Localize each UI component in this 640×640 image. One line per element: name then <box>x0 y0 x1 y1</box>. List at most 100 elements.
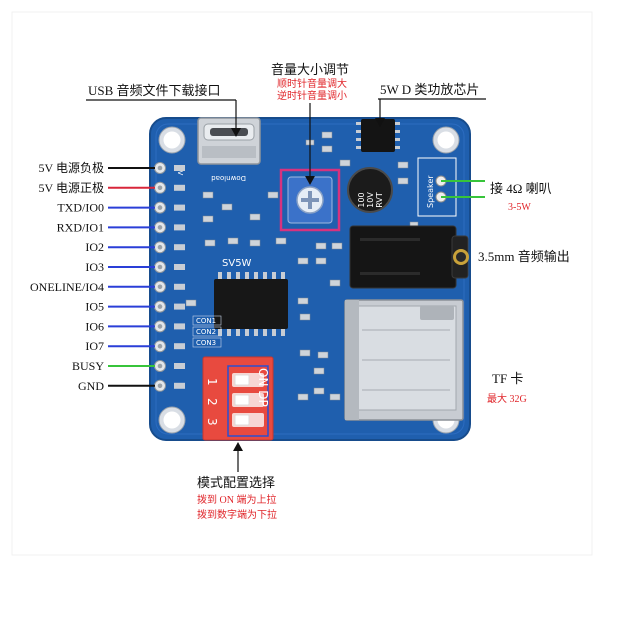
chip-pin <box>254 272 258 279</box>
pin-header <box>154 162 185 392</box>
smd-component <box>297 393 309 401</box>
dip-lever-1 <box>232 373 264 387</box>
smd-component <box>331 242 343 250</box>
pin-resistor <box>174 224 185 231</box>
usb-callout: USB 音频文件下载接口 <box>86 83 241 137</box>
chip-pin <box>281 329 285 336</box>
pin-label: IO7 <box>85 339 104 353</box>
header-pin-center <box>157 165 163 171</box>
header-pin-center <box>157 304 163 309</box>
volume-potentiometer <box>287 176 333 224</box>
micro-usb-connector <box>197 117 261 165</box>
chip-pin <box>227 272 231 279</box>
smd-component <box>313 387 325 395</box>
usb-port-label: USB 音频文件下载接口 <box>88 83 221 98</box>
chip-pin <box>218 329 222 336</box>
amp-arrowhead <box>375 118 385 127</box>
amplifier-chip <box>356 119 400 152</box>
volume-title: 音量大小调节 <box>271 62 349 77</box>
pin-resistor <box>174 283 185 290</box>
smd-component <box>221 203 233 211</box>
chip-pin <box>227 329 231 336</box>
speaker-callout: 接 4Ω 喇叭 3-5W <box>441 180 552 213</box>
smd-component <box>315 242 327 250</box>
header-pin-center <box>157 363 163 369</box>
smd-component <box>299 349 311 357</box>
tf-card-label: TF 卡 <box>492 371 523 386</box>
pin-label: IO5 <box>85 300 104 314</box>
audio-out-label: 3.5mm 音频输出 <box>478 249 570 264</box>
chip-pin <box>254 329 258 336</box>
capacitor-value: 100 <box>357 192 366 207</box>
chip-pin <box>281 272 285 279</box>
header-pin-center <box>157 284 163 290</box>
usb-arrowhead <box>231 128 241 137</box>
smd-component <box>249 239 261 247</box>
tf-callout: TF 卡 最大 32G <box>487 371 527 405</box>
pin-label: 5V 电源负极 <box>39 161 104 175</box>
smd-component <box>297 257 309 265</box>
pin-label: BUSY <box>72 359 104 373</box>
dip-on-label: ON DP <box>256 368 270 407</box>
volume-callout: 音量大小调节 顺时针音量调大 逆时针音量调小 <box>271 62 349 185</box>
dip-number-3: 3 <box>205 418 219 426</box>
header-pin-center <box>157 343 163 349</box>
speaker-power-note: 3-5W <box>508 202 531 213</box>
smd-component <box>227 237 239 245</box>
smd-component <box>329 279 341 287</box>
volume-clockwise-note: 顺时针音量调大 <box>277 77 347 90</box>
pin-label: IO3 <box>85 260 104 274</box>
electrolytic-capacitor: 100 10V RVT <box>347 167 393 213</box>
chip-pin <box>236 329 240 336</box>
pin-label: GND <box>78 379 104 393</box>
smd-component <box>185 299 197 307</box>
volume-arrowhead <box>305 176 315 185</box>
pcb: Download 5V 100 10V <box>149 117 471 441</box>
smd-component <box>202 215 214 223</box>
download-silkscreen: Download <box>211 174 246 182</box>
chip-pin <box>272 272 276 279</box>
header-pin-center <box>157 324 163 329</box>
smd-component <box>317 351 329 359</box>
mode-callout: 模式配置选择 拨到 ON 端为上拉 拨到数字端为下拉 <box>197 442 277 521</box>
dip-number-1: 1 <box>205 378 219 386</box>
pin-resistor <box>174 382 185 389</box>
pin-label: IO6 <box>85 319 104 333</box>
pin-resistor <box>174 204 185 211</box>
smd-component <box>204 239 216 247</box>
smd-component <box>329 393 341 401</box>
capacitor-voltage: 10V <box>366 192 375 208</box>
mode-number-note: 拨到数字端为下拉 <box>197 508 277 521</box>
pin-resistor <box>174 363 185 369</box>
dip-number-2: 2 <box>205 398 219 406</box>
smd-component <box>321 131 333 139</box>
pin-resistor <box>174 343 185 350</box>
tf-card-max-note: 最大 32G <box>487 392 527 405</box>
chip-pin <box>245 329 249 336</box>
smd-component <box>397 161 409 169</box>
decoder-chip <box>214 272 288 336</box>
con1-label: CON1 <box>196 317 216 325</box>
mode-on-note: 拨到 ON 端为上拉 <box>197 493 276 506</box>
header-pin-center <box>157 383 163 389</box>
pin-label: RXD/IO1 <box>57 220 104 234</box>
pin-label: ONELINE/IO4 <box>30 280 104 294</box>
pin-resistor <box>174 303 185 310</box>
tf-card-slot <box>344 299 464 421</box>
smd-component <box>275 237 287 245</box>
smd-component <box>297 297 309 305</box>
chip-pin <box>263 329 267 336</box>
smd-component <box>299 313 311 321</box>
smd-component <box>267 191 279 199</box>
pin-resistor <box>174 264 185 270</box>
capacitor-brand: RVT <box>375 192 384 208</box>
chip-pin <box>236 272 240 279</box>
smd-components <box>185 131 419 401</box>
mode-title: 模式配置选择 <box>197 475 275 490</box>
smd-component <box>202 191 214 199</box>
con2-label: CON2 <box>196 328 216 336</box>
mode-arrowhead <box>233 442 243 451</box>
dip-lever-2 <box>232 393 264 407</box>
